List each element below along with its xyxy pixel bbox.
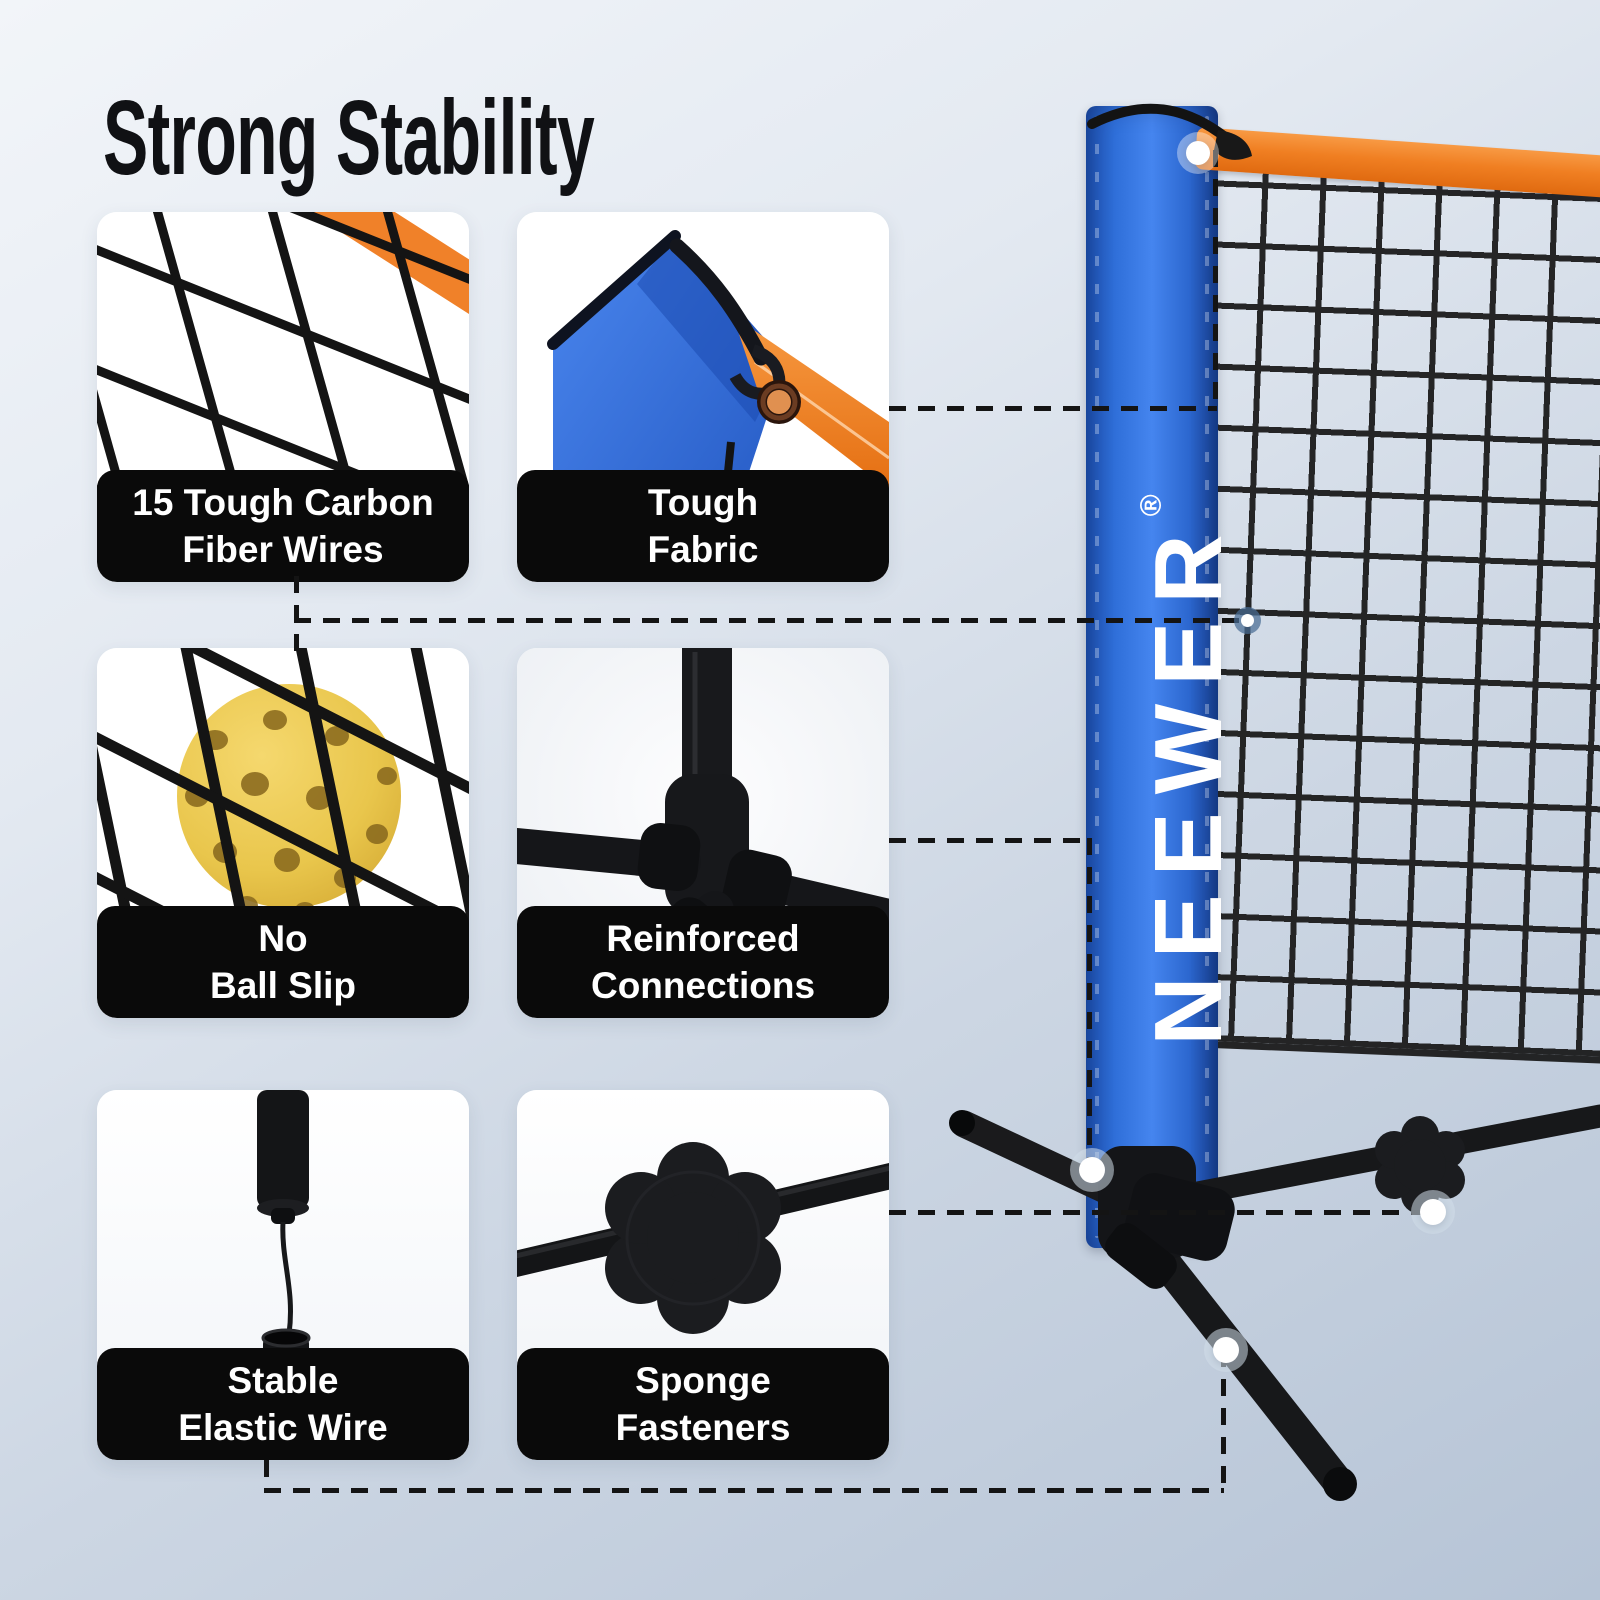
feature-tile-reinforced-connections: Reinforced Connections — [517, 648, 889, 1018]
brand-logo-neewer: NEEWER® — [1086, 430, 1242, 1110]
callout-line-sponge-horizontal — [889, 1210, 1429, 1215]
callout-dot-net-mid — [1241, 614, 1254, 627]
net-post-blue-sleeve — [1086, 106, 1218, 1248]
post-stitching-left — [1095, 116, 1099, 1238]
caption-line1: No — [258, 917, 308, 959]
callout-dot-bottom-leg — [1213, 1337, 1239, 1363]
caption-line2: Fabric — [647, 529, 759, 570]
callout-line-elastic-wire-vertical — [1221, 1350, 1226, 1492]
feature-tile-tough-fabric: Tough Fabric — [517, 212, 889, 582]
feature-tile-carbon-wires: 15 Tough Carbon Fiber Wires — [97, 212, 469, 582]
feature-caption-sponge-fasteners: Sponge Fasteners — [517, 1348, 889, 1460]
callout-line-tough-fabric-horizontal — [889, 406, 1217, 411]
callout-line-elastic-wire-drop — [264, 1460, 269, 1492]
feature-caption-tough-fabric: Tough Fabric — [517, 470, 889, 582]
brand-name: NEEWER — [1135, 516, 1242, 1046]
caption-line1: Tough — [647, 481, 759, 523]
sponge-fastener-on-bar — [1375, 1116, 1465, 1214]
callout-dot-leg-joint — [1079, 1157, 1105, 1183]
caption-line2: Connections — [590, 965, 816, 1006]
callout-line-reinforced-horizontal — [889, 838, 1091, 843]
caption-line2: Fasteners — [615, 1407, 791, 1448]
callout-dot-top-corner — [1186, 141, 1210, 165]
caption-line1: Reinforced — [606, 917, 800, 959]
callout-line-elastic-wire-horizontal — [264, 1488, 1224, 1493]
caption-line1: 15 Tough Carbon — [132, 481, 434, 523]
page-title: Strong Stability — [103, 79, 595, 197]
callout-line-tough-fabric-vertical — [1213, 150, 1218, 410]
feature-caption-reinforced-connections: Reinforced Connections — [517, 906, 889, 1018]
caption-line1: Sponge — [635, 1359, 771, 1401]
caption-line2: Elastic Wire — [178, 1407, 388, 1448]
caption-line2: Fiber Wires — [182, 529, 384, 570]
feature-tile-sponge-fasteners: Sponge Fasteners — [517, 1090, 889, 1460]
caption-line2: Ball Slip — [210, 965, 356, 1006]
callout-line-carbon-wires-vertical — [294, 576, 299, 652]
caption-line1: Stable — [227, 1359, 339, 1401]
feature-caption-no-ball-slip: No Ball Slip — [97, 906, 469, 1018]
registered-trademark-symbol: ® — [1135, 494, 1168, 517]
tripod-base — [949, 1104, 1600, 1501]
feature-tile-elastic-wire: Stable Elastic Wire — [97, 1090, 469, 1460]
callout-line-carbon-wires-horizontal — [294, 618, 1244, 623]
callout-line-reinforced-vertical — [1087, 838, 1092, 1172]
feature-caption-carbon-wires: 15 Tough Carbon Fiber Wires — [97, 470, 469, 582]
feature-tile-no-ball-slip: No Ball Slip — [97, 648, 469, 1018]
callout-dot-sponge — [1420, 1199, 1446, 1225]
post-stitching-right — [1205, 116, 1209, 1238]
feature-caption-elastic-wire: Stable Elastic Wire — [97, 1348, 469, 1460]
